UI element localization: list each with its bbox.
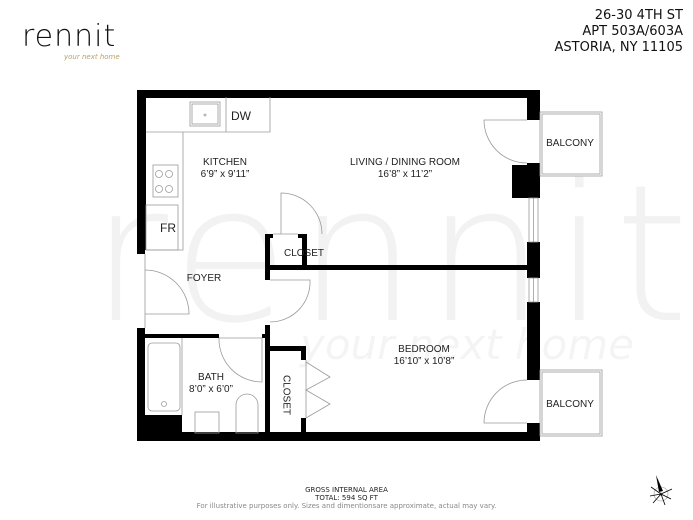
address-line-3: ASTORIA, NY 11105 [554, 40, 684, 55]
kitchen-name: KITCHEN [203, 157, 247, 168]
brand-tagline: your next home [64, 53, 120, 61]
fixtures-lines [144, 97, 603, 437]
brand-name: rennit [22, 19, 117, 54]
bath-size: 8’0” x 6’0” [189, 384, 233, 395]
walls [137, 90, 540, 441]
kitchen-size: 6’9” x 9’11” [200, 169, 250, 180]
disclaimer: For illustrative purposes only. Sizes an… [196, 502, 497, 510]
bath-name: BATH [198, 372, 224, 383]
address-line-2: APT 503A/603A [582, 24, 683, 39]
address-block: 26-30 4TH ST APT 503A/603A ASTORIA, NY 1… [555, 8, 684, 56]
dishwasher-label: DW [231, 109, 251, 123]
living-room-name: LIVING / DINING ROOM [349, 157, 461, 168]
footer: GROSS INTERNAL AREA TOTAL: 594 SQ FT For… [0, 486, 693, 511]
living-room-size: 16’8” x 11’2” [377, 169, 433, 180]
balcony-bedroom-label: BALCONY [546, 399, 594, 410]
foyer-label: FOYER [186, 273, 222, 284]
address-line-1: 26-30 4TH ST [594, 8, 683, 23]
balcony-living-label: BALCONY [546, 138, 594, 149]
living-closet-label: CLOSET [283, 248, 325, 259]
brand-logo: rennit your next home [22, 19, 120, 62]
fridge-label: FR [160, 221, 176, 235]
bedroom-size: 16’10” x 10’8” [393, 356, 455, 367]
bedroom-name: BEDROOM [398, 344, 450, 355]
compass-north-icon: N [649, 475, 673, 506]
svg-text:N: N [660, 492, 663, 497]
area-heading: GROSS INTERNAL AREA [305, 486, 388, 494]
bedroom-closet-label: CLOSET [280, 374, 292, 416]
area-total: TOTAL: 594 SQ FT [315, 494, 378, 502]
